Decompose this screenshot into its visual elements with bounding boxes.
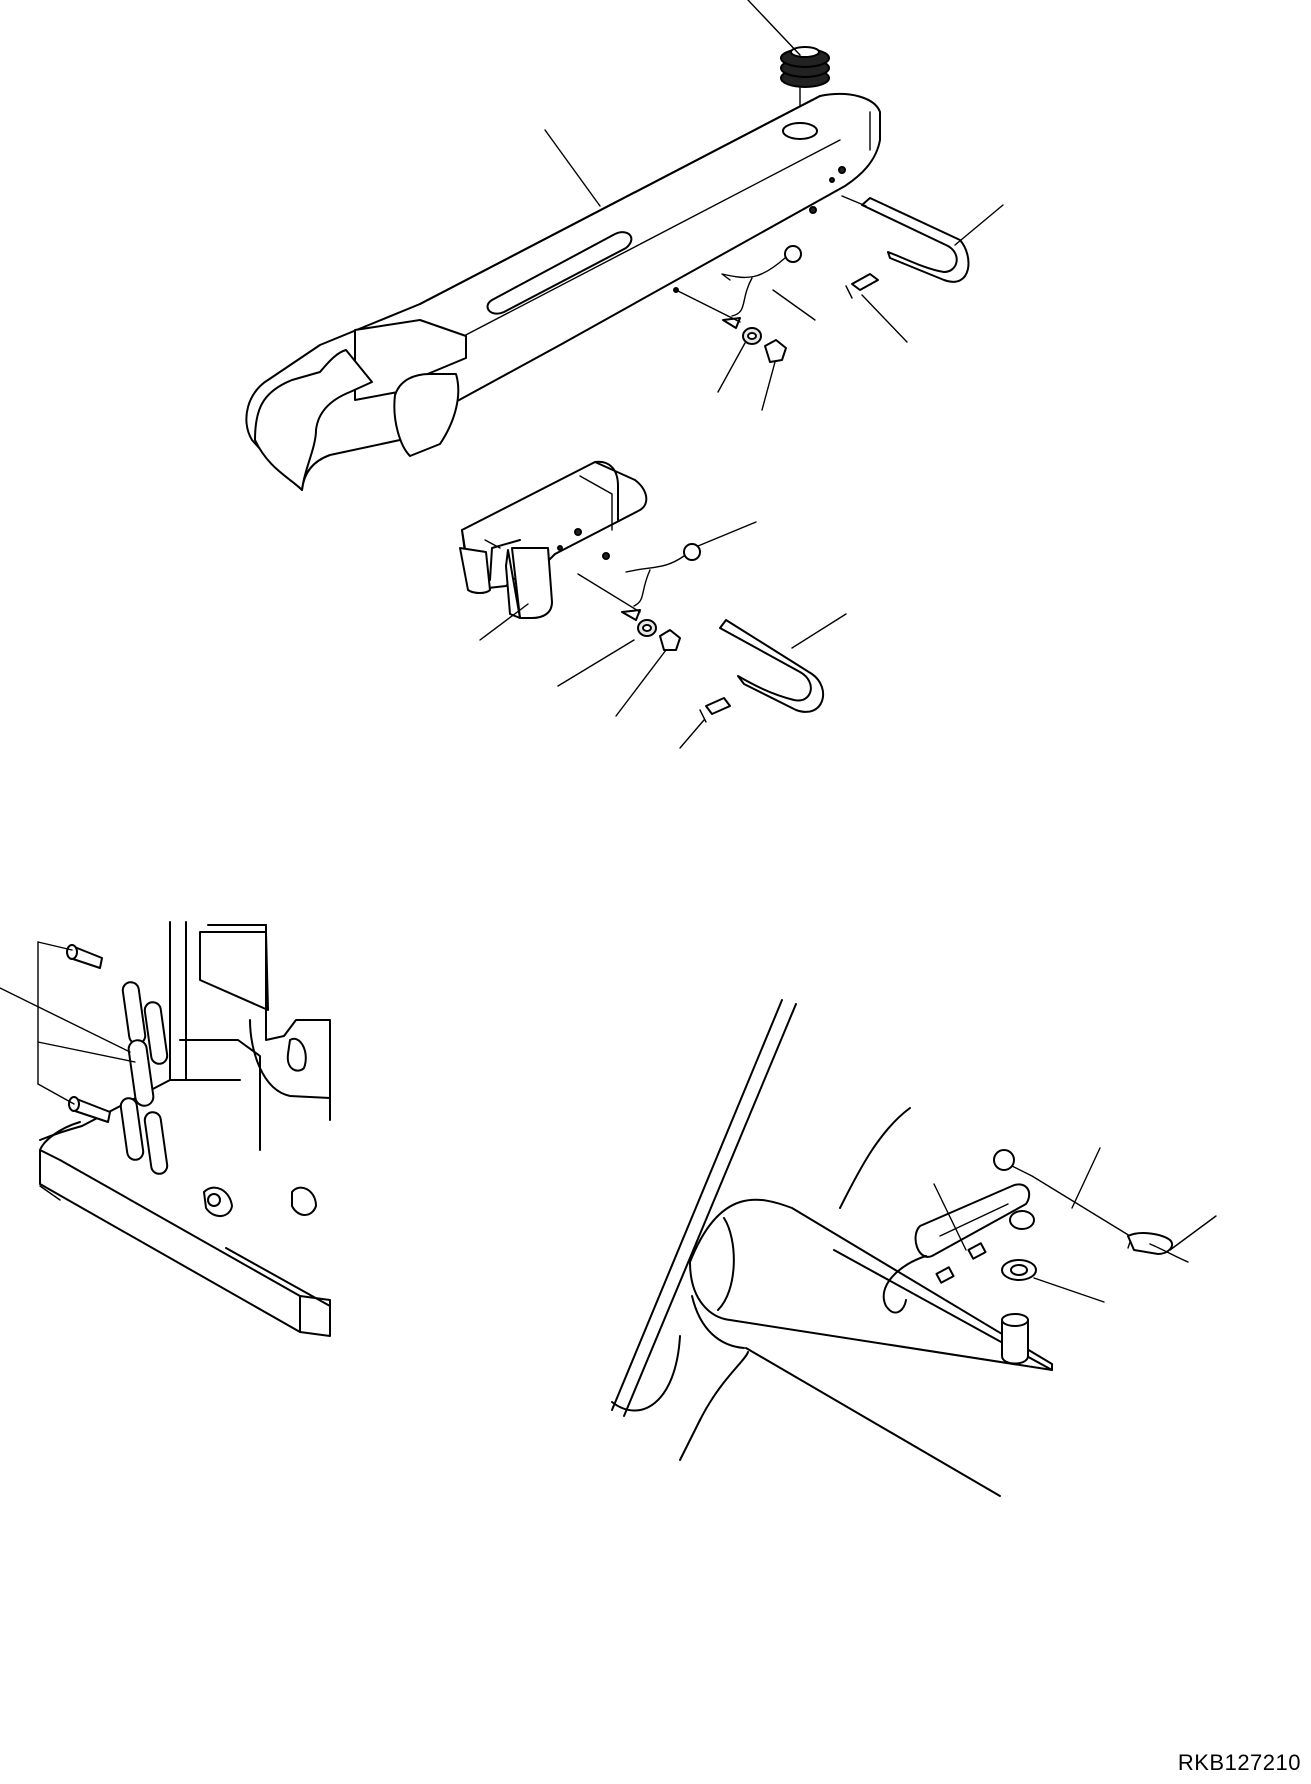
chain-links <box>119 981 169 1175</box>
leader-lines-top <box>544 0 1004 411</box>
washer-and-bolt-2 <box>637 619 681 651</box>
main-arm <box>245 92 881 491</box>
coupling-bracket-assembly <box>459 460 847 749</box>
drawbar-arm-assembly <box>245 0 1004 491</box>
leader-lines-chain <box>0 941 136 1105</box>
washer-and-bolt-1 <box>742 327 787 363</box>
spring-clip-2 <box>699 697 731 723</box>
chain-bolts <box>66 944 111 1123</box>
spring-clip-1 <box>845 273 879 299</box>
leader-lines-turnbuckle <box>933 1147 1217 1303</box>
washer-and-pin <box>1001 1259 1037 1365</box>
r-pin-large <box>841 195 970 283</box>
chain-attachment-detail <box>0 921 331 1337</box>
bracket-body <box>459 460 648 619</box>
r-pin-medium <box>719 619 825 713</box>
lynch-pin-with-chain-2 <box>577 543 701 621</box>
reference-code: RKB127210 <box>1177 1750 1301 1775</box>
wire-lanyard <box>993 1149 1189 1263</box>
lynch-pin-with-chain <box>675 245 802 329</box>
frame-structure <box>39 921 331 1337</box>
turnbuckle-detail <box>611 999 1217 1497</box>
leader-lines-middle <box>479 521 847 749</box>
turnbuckle <box>882 1183 1035 1314</box>
boom-and-pin <box>611 999 1053 1497</box>
